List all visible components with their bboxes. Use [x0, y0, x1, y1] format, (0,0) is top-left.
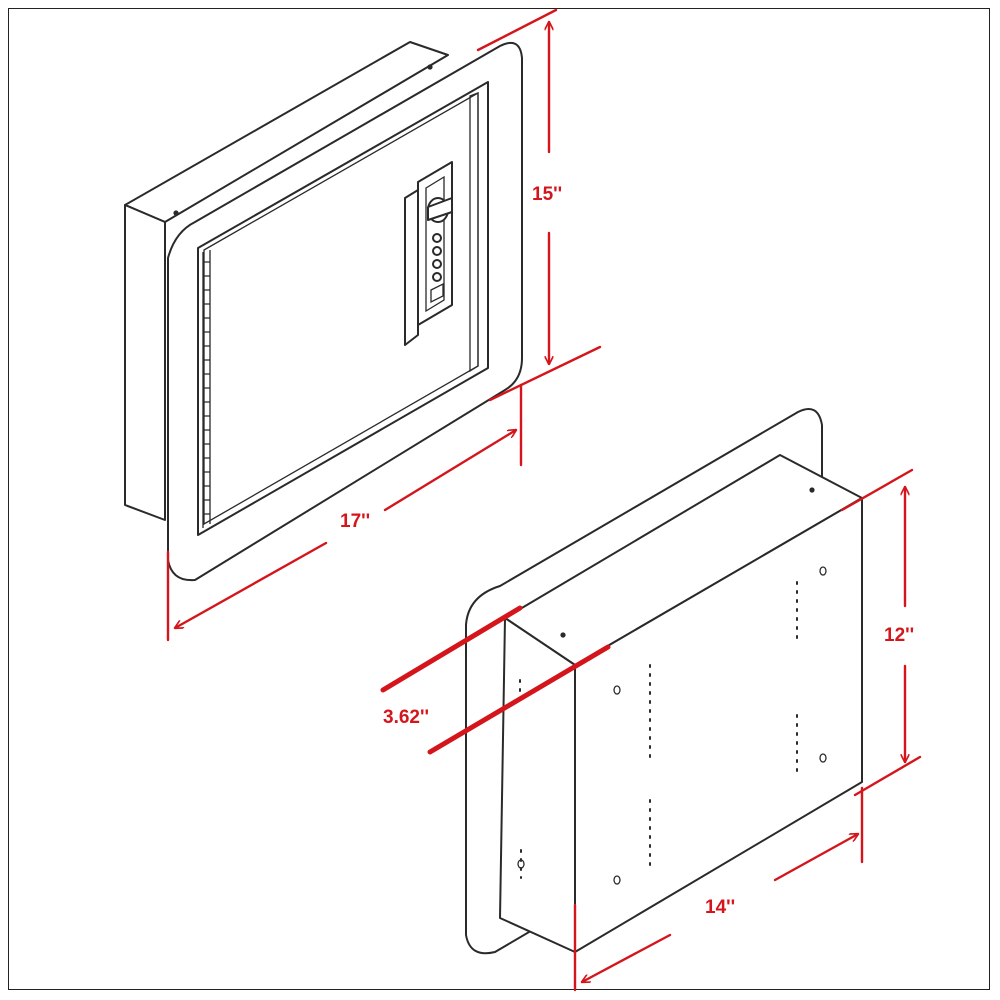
box-screw: [560, 632, 566, 638]
dim-15-extension-bottom: [488, 345, 602, 402]
dim-12-extension-bottom: [853, 755, 922, 797]
dim-label-15: 15'': [532, 184, 563, 205]
door-hinge: [202, 250, 211, 528]
box-screw: [427, 64, 433, 70]
dim-label-362: 3.62'': [383, 707, 430, 728]
front-safe-box-left: [124, 204, 166, 521]
dim-12-extension-top: [840, 468, 914, 512]
dim-362-bar-front: [380, 605, 523, 693]
keypad-lock-icon: [404, 161, 453, 346]
front-safe: [124, 41, 523, 582]
mounting-holes: [517, 566, 827, 885]
box-screw: [173, 210, 179, 216]
dim-14-arrow-right: [773, 834, 858, 882]
box-screw: [809, 487, 815, 493]
image-border: [8, 8, 990, 990]
vent-perforations: [519, 581, 798, 879]
dim-362-bar-rear: [427, 644, 611, 755]
door-side-strip: [469, 92, 479, 373]
dim-17-arrow-left: [175, 541, 328, 628]
dimension-lines: [166, 8, 922, 992]
dim-15-extension-top: [476, 8, 558, 52]
dim-label-14: 14'': [705, 897, 736, 918]
dim-label-12: 12'': [884, 625, 915, 646]
rear-safe-box-back: [574, 497, 863, 953]
dim-14-arrow-left: [582, 933, 672, 982]
dim-17-arrow-right: [383, 430, 516, 512]
rear-safe: [465, 408, 863, 955]
rear-safe-box-left: [499, 617, 576, 953]
dim-label-17: 17'': [340, 511, 371, 532]
